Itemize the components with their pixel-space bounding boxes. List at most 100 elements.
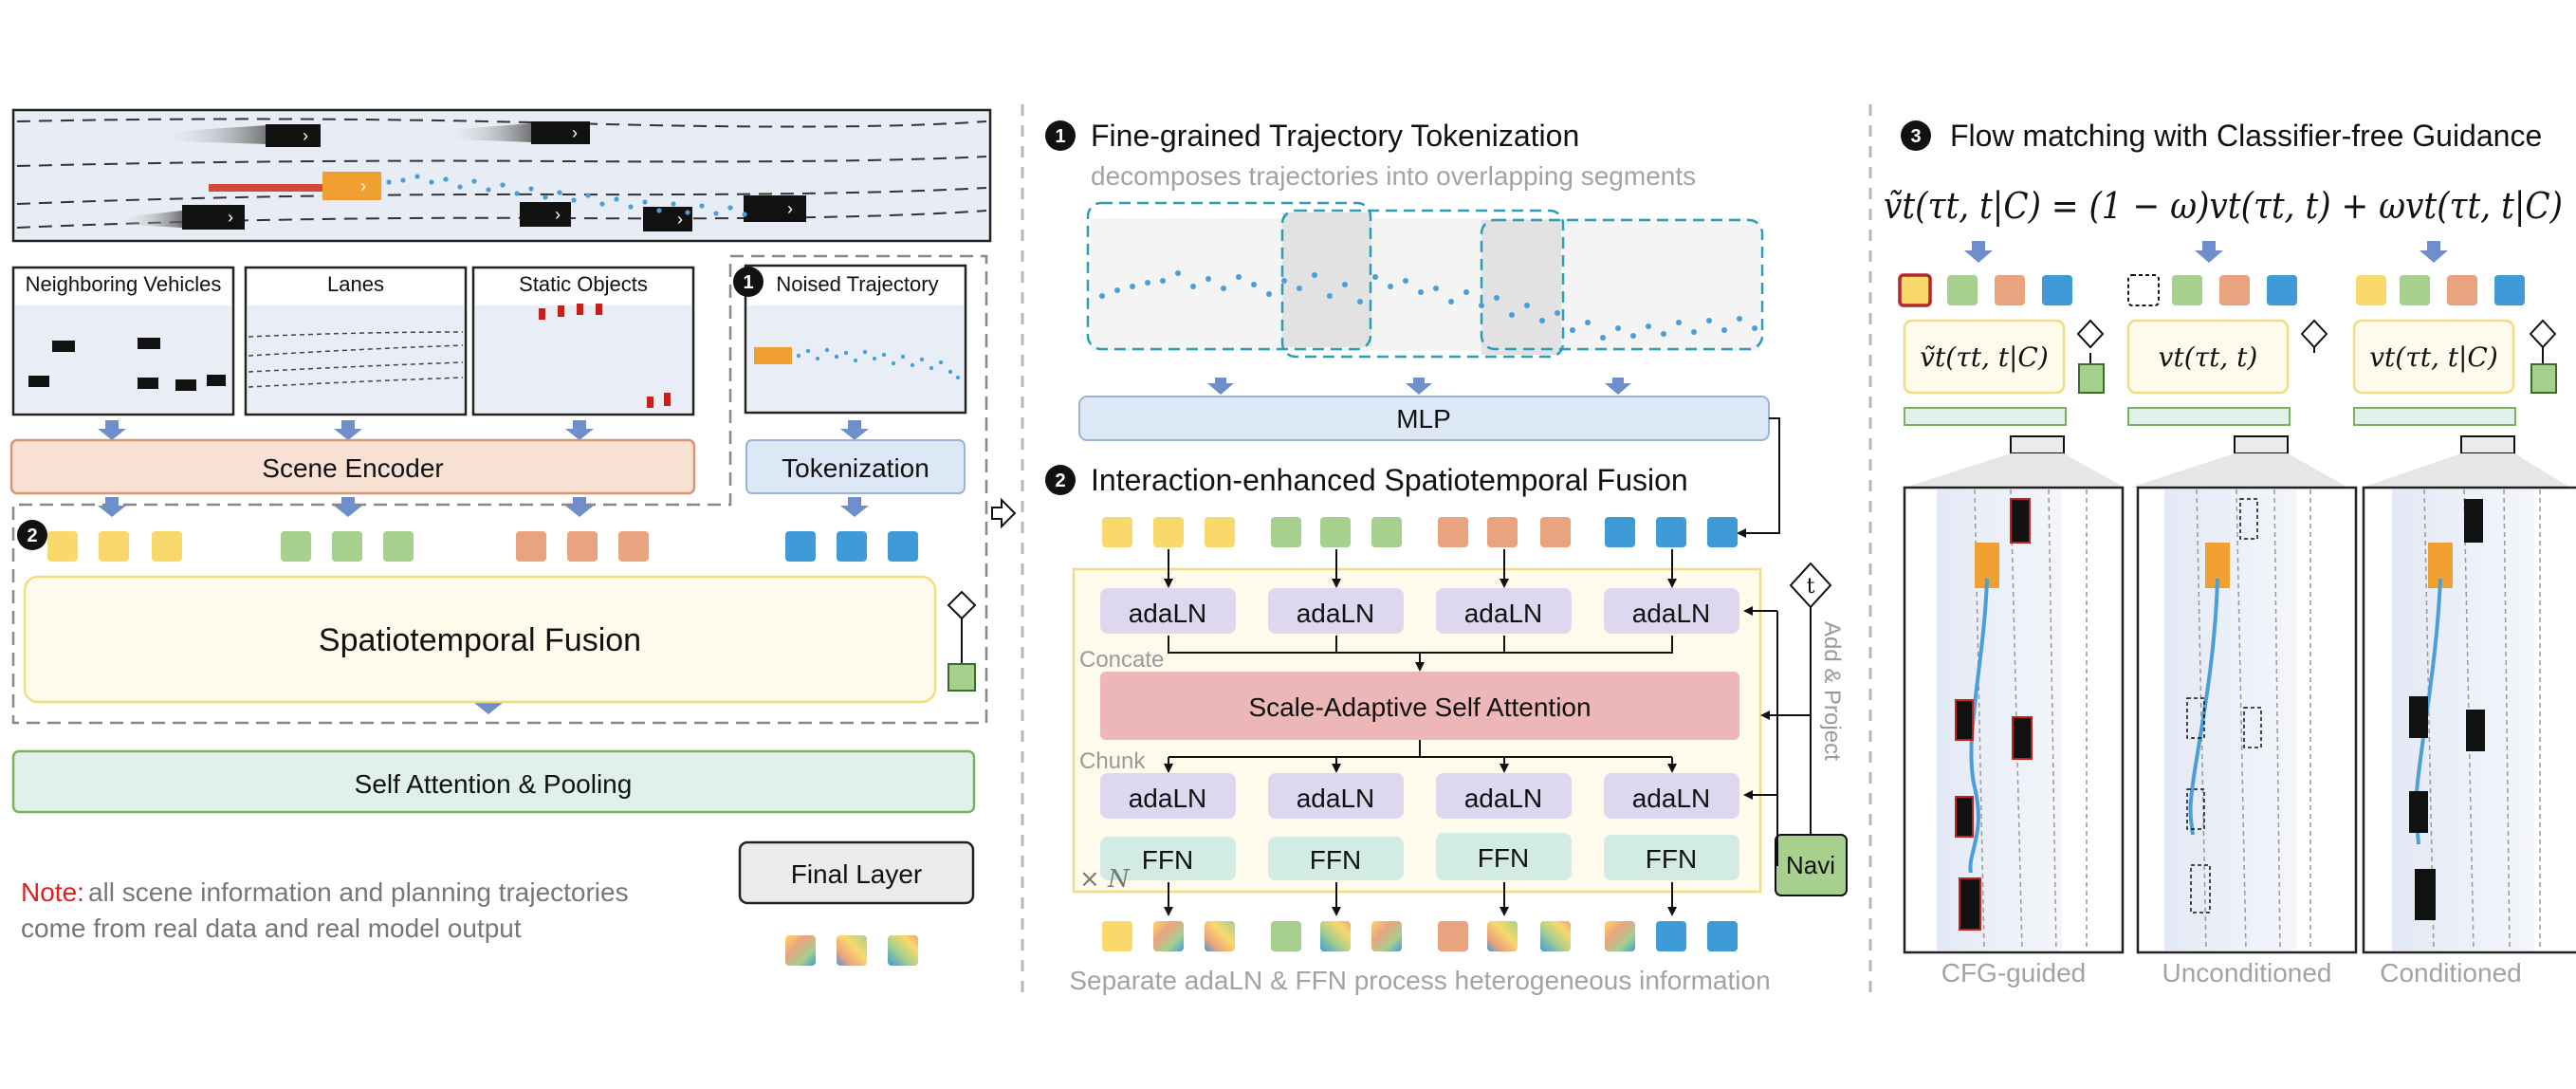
- spatiotemporal-fusion-label: Spatiotemporal Fusion: [319, 622, 641, 658]
- svg-text:›: ›: [555, 205, 561, 224]
- svg-text:›: ›: [303, 126, 308, 145]
- eq-arrows: [1964, 241, 2448, 263]
- fusion-caption: Separate adaLN & FFN process heterogeneo…: [1069, 966, 1770, 995]
- spatiotemporal-fusion-box: [23, 575, 937, 704]
- hollow-arrow-icon: [991, 497, 1017, 529]
- rollout-panel-cfg: [1903, 486, 2125, 954]
- svg-text:1: 1: [743, 272, 753, 293]
- left-arrows: [98, 420, 869, 714]
- velocity-box-cfg: [1903, 319, 2066, 395]
- svg-text:3: 3: [1910, 126, 1921, 147]
- badge-noised: [733, 267, 764, 297]
- label-cfg: CFG-guided: [1941, 958, 2087, 987]
- left-token-row: [47, 531, 918, 562]
- mlp-label: MLP: [1396, 404, 1451, 434]
- condition-symbols: [2076, 319, 2557, 394]
- panel-title-noised: Noised Trajectory: [776, 272, 938, 296]
- scene-encoder-label: Scene Encoder: [262, 453, 443, 483]
- ffn-label: FFN: [1142, 845, 1193, 875]
- panel-title-static: Static Objects: [519, 272, 648, 296]
- middle-section: 1 Fine-grained Trajectory Tokenization d…: [1045, 119, 1848, 995]
- velocity-box-cond: [2352, 319, 2515, 395]
- cfg-equation: ṽt(τt, t|C) = (1 − ω)vt(τt, t) + ωvt(τt,…: [1884, 185, 2563, 227]
- output-token-2: [837, 935, 867, 966]
- right-tokens: [1898, 273, 2525, 307]
- token-to-adaln-arrows: [1164, 549, 1677, 588]
- time-label: t: [1807, 575, 1815, 599]
- svg-text:2: 2: [1055, 471, 1065, 491]
- velocity-label-uncond: vt(τt, t): [2159, 341, 2258, 373]
- badge-fusion: [17, 520, 47, 550]
- mlp-to-tokens-arrow: [1737, 417, 1780, 538]
- rollout-panel-cond: [2362, 486, 2576, 954]
- output-token-1: [785, 935, 816, 966]
- cond-arrows: [1743, 606, 1811, 800]
- panel-lanes: Lanes: [244, 266, 468, 416]
- scene-encoder-box: [9, 438, 696, 495]
- label-cond: Conditioned: [2380, 958, 2521, 987]
- left-section: › › › › › › › Neighboring Vehicles Lanes: [9, 108, 1017, 966]
- panel-neighboring-vehicles: Neighboring Vehicles: [11, 266, 235, 416]
- note-line1: all scene information and planning traje…: [88, 877, 629, 907]
- concate-lines: [1168, 636, 1673, 672]
- adaln-row-top: adaLN adaLN adaLN adaLN: [1100, 588, 1739, 634]
- ffn-label: FFN: [1478, 843, 1529, 873]
- svg-text:›: ›: [360, 176, 366, 195]
- note-line2: come from real data and real model outpu…: [21, 914, 522, 943]
- adaln-label: adaLN: [1129, 599, 1207, 628]
- adaln-label: adaLN: [1632, 599, 1711, 628]
- tokenization-label: Tokenization: [782, 453, 929, 483]
- ffn-label: FFN: [1646, 844, 1697, 874]
- ffn-label: FFN: [1310, 845, 1361, 875]
- times-n-label: × N: [1079, 865, 1131, 894]
- svg-text:›: ›: [228, 208, 233, 227]
- velocity-label-cond: vt(τt, t|C): [2369, 341, 2498, 373]
- self-attention-pooling-label: Self Attention & Pooling: [355, 769, 633, 799]
- fusion-time-diamond: [947, 590, 977, 620]
- panel-static-objects: Static Objects: [471, 266, 695, 416]
- rollout-panel-uncond: [2136, 486, 2358, 954]
- final-layer-box: [738, 840, 975, 905]
- subtitle-tokenization: decomposes trajectories into overlapping…: [1091, 161, 1696, 191]
- title-tokenization: Fine-grained Trajectory Tokenization: [1091, 119, 1579, 153]
- velocity-label-cfg: ṽt(τt, t|C): [1920, 341, 2049, 373]
- attention-label: Scale-Adaptive Self Attention: [1248, 692, 1591, 722]
- concate-label: Concate: [1079, 647, 1164, 673]
- adaln-label: adaLN: [1297, 784, 1375, 813]
- panel-noised-trajectory: 1 Noised Trajectory: [733, 264, 967, 415]
- right-section: 3 Flow matching with Classifier-free Gui…: [1884, 119, 2576, 987]
- svg-text:›: ›: [677, 210, 683, 229]
- final-layer-label: Final Layer: [791, 859, 923, 889]
- note-label: Note:: [21, 877, 84, 907]
- adaln-label: adaLN: [1129, 784, 1207, 813]
- badge-fusion-mid: [1045, 465, 1076, 495]
- svg-text:1: 1: [1055, 126, 1065, 147]
- chunk-lines: [1164, 740, 1677, 773]
- navi-label: Navi: [1786, 851, 1835, 879]
- label-uncond: Unconditioned: [2162, 958, 2331, 987]
- self-attention-pooling-box: [11, 749, 976, 814]
- adaln-label: adaLN: [1464, 599, 1543, 628]
- svg-text:›: ›: [572, 123, 578, 142]
- velocity-box-uncond: [2126, 319, 2290, 395]
- mid-input-tokens: [1102, 517, 1738, 547]
- fusion-cond-token: [948, 663, 976, 692]
- svg-text:2: 2: [27, 526, 37, 546]
- fusion-group-outline: [11, 254, 988, 725]
- output-bars: [1904, 407, 2570, 488]
- adaln-row-bottom: adaLN adaLN adaLN adaLN: [1100, 773, 1739, 819]
- mid-output-tokens: [1102, 921, 1738, 951]
- chunk-label: Chunk: [1079, 748, 1146, 774]
- output-token-3: [888, 935, 918, 966]
- attention-box: [1100, 672, 1739, 740]
- badge-tokenization: [1045, 120, 1076, 151]
- svg-text:›: ›: [787, 199, 793, 218]
- add-project-label: Add & Project: [1819, 621, 1845, 761]
- adaln-label: adaLN: [1632, 784, 1711, 813]
- panel-title-lanes: Lanes: [327, 272, 384, 296]
- adaln-label: adaLN: [1464, 784, 1543, 813]
- note-text: Note:all scene information and planning …: [21, 877, 629, 907]
- panel-title-vehicles: Neighboring Vehicles: [26, 272, 222, 296]
- ffn-output-arrows: [1164, 882, 1677, 916]
